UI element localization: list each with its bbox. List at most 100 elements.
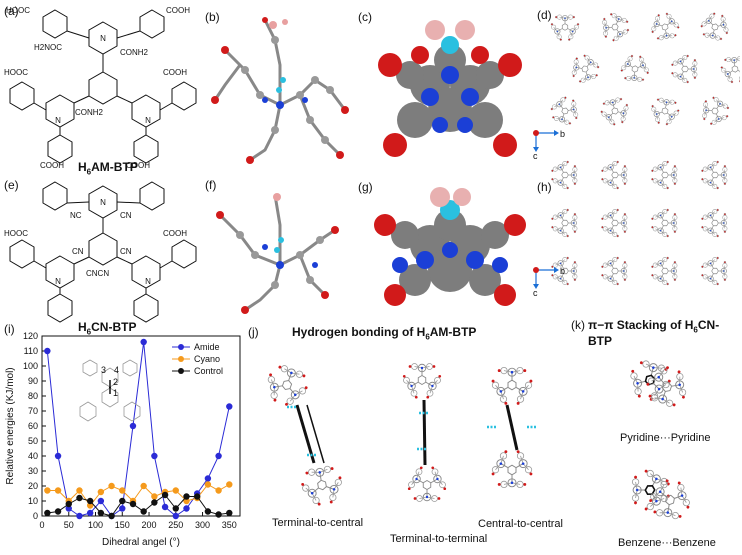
y-tick-label: 50 — [28, 436, 38, 446]
data-point-cyano — [140, 482, 147, 490]
data-point-cyano — [76, 487, 83, 494]
y-tick-label: 70 — [28, 406, 38, 416]
cn-btp-space-filling — [374, 187, 526, 306]
cn-btp-name: H6CN-BTP — [78, 320, 137, 337]
data-point-control — [215, 511, 222, 518]
panel-label-h: (h) — [537, 180, 552, 194]
data-point-amide — [97, 497, 105, 505]
y-tick-label: 0 — [33, 511, 38, 521]
dihedral-inset — [79, 359, 141, 422]
data-point-amide — [140, 338, 147, 346]
data-point-control — [65, 500, 72, 508]
panel-label-g: (g) — [358, 180, 373, 194]
cn-cn-label-1: CN — [120, 211, 132, 220]
y-tick-label: 80 — [28, 391, 38, 401]
data-point-control — [140, 508, 147, 515]
svg-text:N: N — [55, 277, 61, 286]
y-tick-label: 100 — [23, 361, 38, 371]
data-point-control — [54, 508, 62, 515]
data-point-control — [97, 509, 105, 517]
svg-text:N: N — [145, 277, 151, 286]
y-axis-label: Relative energies (KJ/mol) — [5, 367, 16, 484]
axis-c-label-h: c — [533, 288, 538, 297]
data-point-cyano — [119, 487, 126, 494]
data-point-control — [86, 497, 94, 505]
panel-label-b: (b) — [205, 10, 220, 24]
data-point-amide — [226, 403, 233, 410]
x-tick-label: 50 — [64, 520, 74, 530]
data-point-cyano — [215, 487, 222, 494]
data-point-amide — [172, 512, 179, 520]
data-point-cyano — [183, 497, 190, 505]
data-point-cyano — [204, 481, 212, 488]
x-tick-label: 100 — [88, 520, 103, 530]
legend-amide: Amide — [194, 342, 220, 352]
data-point-cyano — [54, 487, 62, 494]
data-point-amide — [151, 452, 158, 460]
data-point-amide — [65, 505, 72, 512]
data-point-control — [119, 497, 126, 505]
svg-text:N: N — [55, 116, 61, 125]
am-hooc-label: HOOC — [6, 6, 30, 15]
data-point-amide — [76, 512, 83, 520]
legend-control: Control — [194, 366, 223, 376]
cn-cn-label-3: CN — [120, 247, 132, 256]
y-tick-label: 40 — [28, 451, 38, 461]
x-tick-label: 150 — [115, 520, 130, 530]
data-point-cyano — [226, 481, 233, 488]
y-tick-label: 120 — [23, 331, 38, 341]
inset-label-2: 2 — [113, 377, 118, 387]
caption-benzene: Benzene···Benzene — [618, 537, 716, 549]
stacking-renderings — [630, 360, 690, 520]
inset-label-1: 1 — [113, 388, 118, 398]
cn-cncn-label: CNCN — [86, 269, 109, 278]
panel-label-f: (f) — [205, 178, 217, 192]
panel-label-c: (c) — [358, 10, 372, 24]
x-tick-label: 350 — [222, 520, 237, 530]
cn-hooc-label: HOOC — [4, 229, 28, 238]
chart-legend: Amide Cyano Control — [172, 342, 223, 376]
am-cooh-label-4: COOH — [126, 161, 150, 170]
panel-label-a: (a) — [4, 4, 19, 18]
cn-cooh-label-1: COOH — [163, 229, 187, 238]
data-point-control — [76, 494, 83, 502]
data-point-control — [204, 508, 212, 515]
x-tick-label: 250 — [168, 520, 183, 530]
data-point-amide — [215, 452, 222, 460]
x-tick-label: 200 — [142, 520, 157, 530]
data-point-amide — [161, 503, 169, 511]
am-h2noc-label: H2NOC — [34, 43, 62, 52]
am-btp-packing — [550, 12, 740, 126]
data-point-control — [108, 512, 115, 520]
data-point-amide — [119, 505, 126, 512]
heading-k: π−π Stacking of H6CN-BTP — [588, 318, 720, 349]
caption-pyridine: Pyridine···Pyridine — [620, 432, 711, 444]
data-point-control — [161, 491, 169, 499]
inset-label-3: 3 — [101, 365, 106, 375]
data-point-cyano — [86, 502, 94, 509]
hbond-renderings — [267, 363, 537, 506]
data-point-control — [172, 505, 179, 512]
svg-text:N: N — [145, 116, 151, 125]
am-conh2-label-2: CONH2 — [75, 108, 104, 117]
svg-text:N: N — [100, 34, 106, 43]
panel-label-j: (j) — [248, 325, 259, 339]
caption-terminal-central: Terminal-to-central — [272, 517, 364, 529]
cn-btp-packing — [551, 160, 728, 286]
cn-cn-label-2: CN — [72, 247, 84, 256]
panel-label-d: (d) — [537, 8, 552, 22]
axis-b-label-d: b — [560, 129, 565, 139]
data-point-control — [183, 493, 190, 500]
data-point-cyano — [97, 488, 105, 496]
am-btp-ball-stick — [211, 17, 349, 164]
data-point-control — [151, 499, 158, 506]
svg-text:N: N — [100, 198, 106, 207]
am-hooc-label-2: HOOC — [4, 68, 28, 77]
am-conh2-label-1: CONH2 — [120, 48, 149, 57]
cn-nc-label: NC — [70, 211, 82, 220]
am-cooh-label-3: COOH — [40, 161, 64, 170]
inset-label-4: 4 — [114, 365, 119, 375]
axis-b-label-h: b — [560, 266, 565, 276]
data-point-amide — [204, 475, 212, 482]
